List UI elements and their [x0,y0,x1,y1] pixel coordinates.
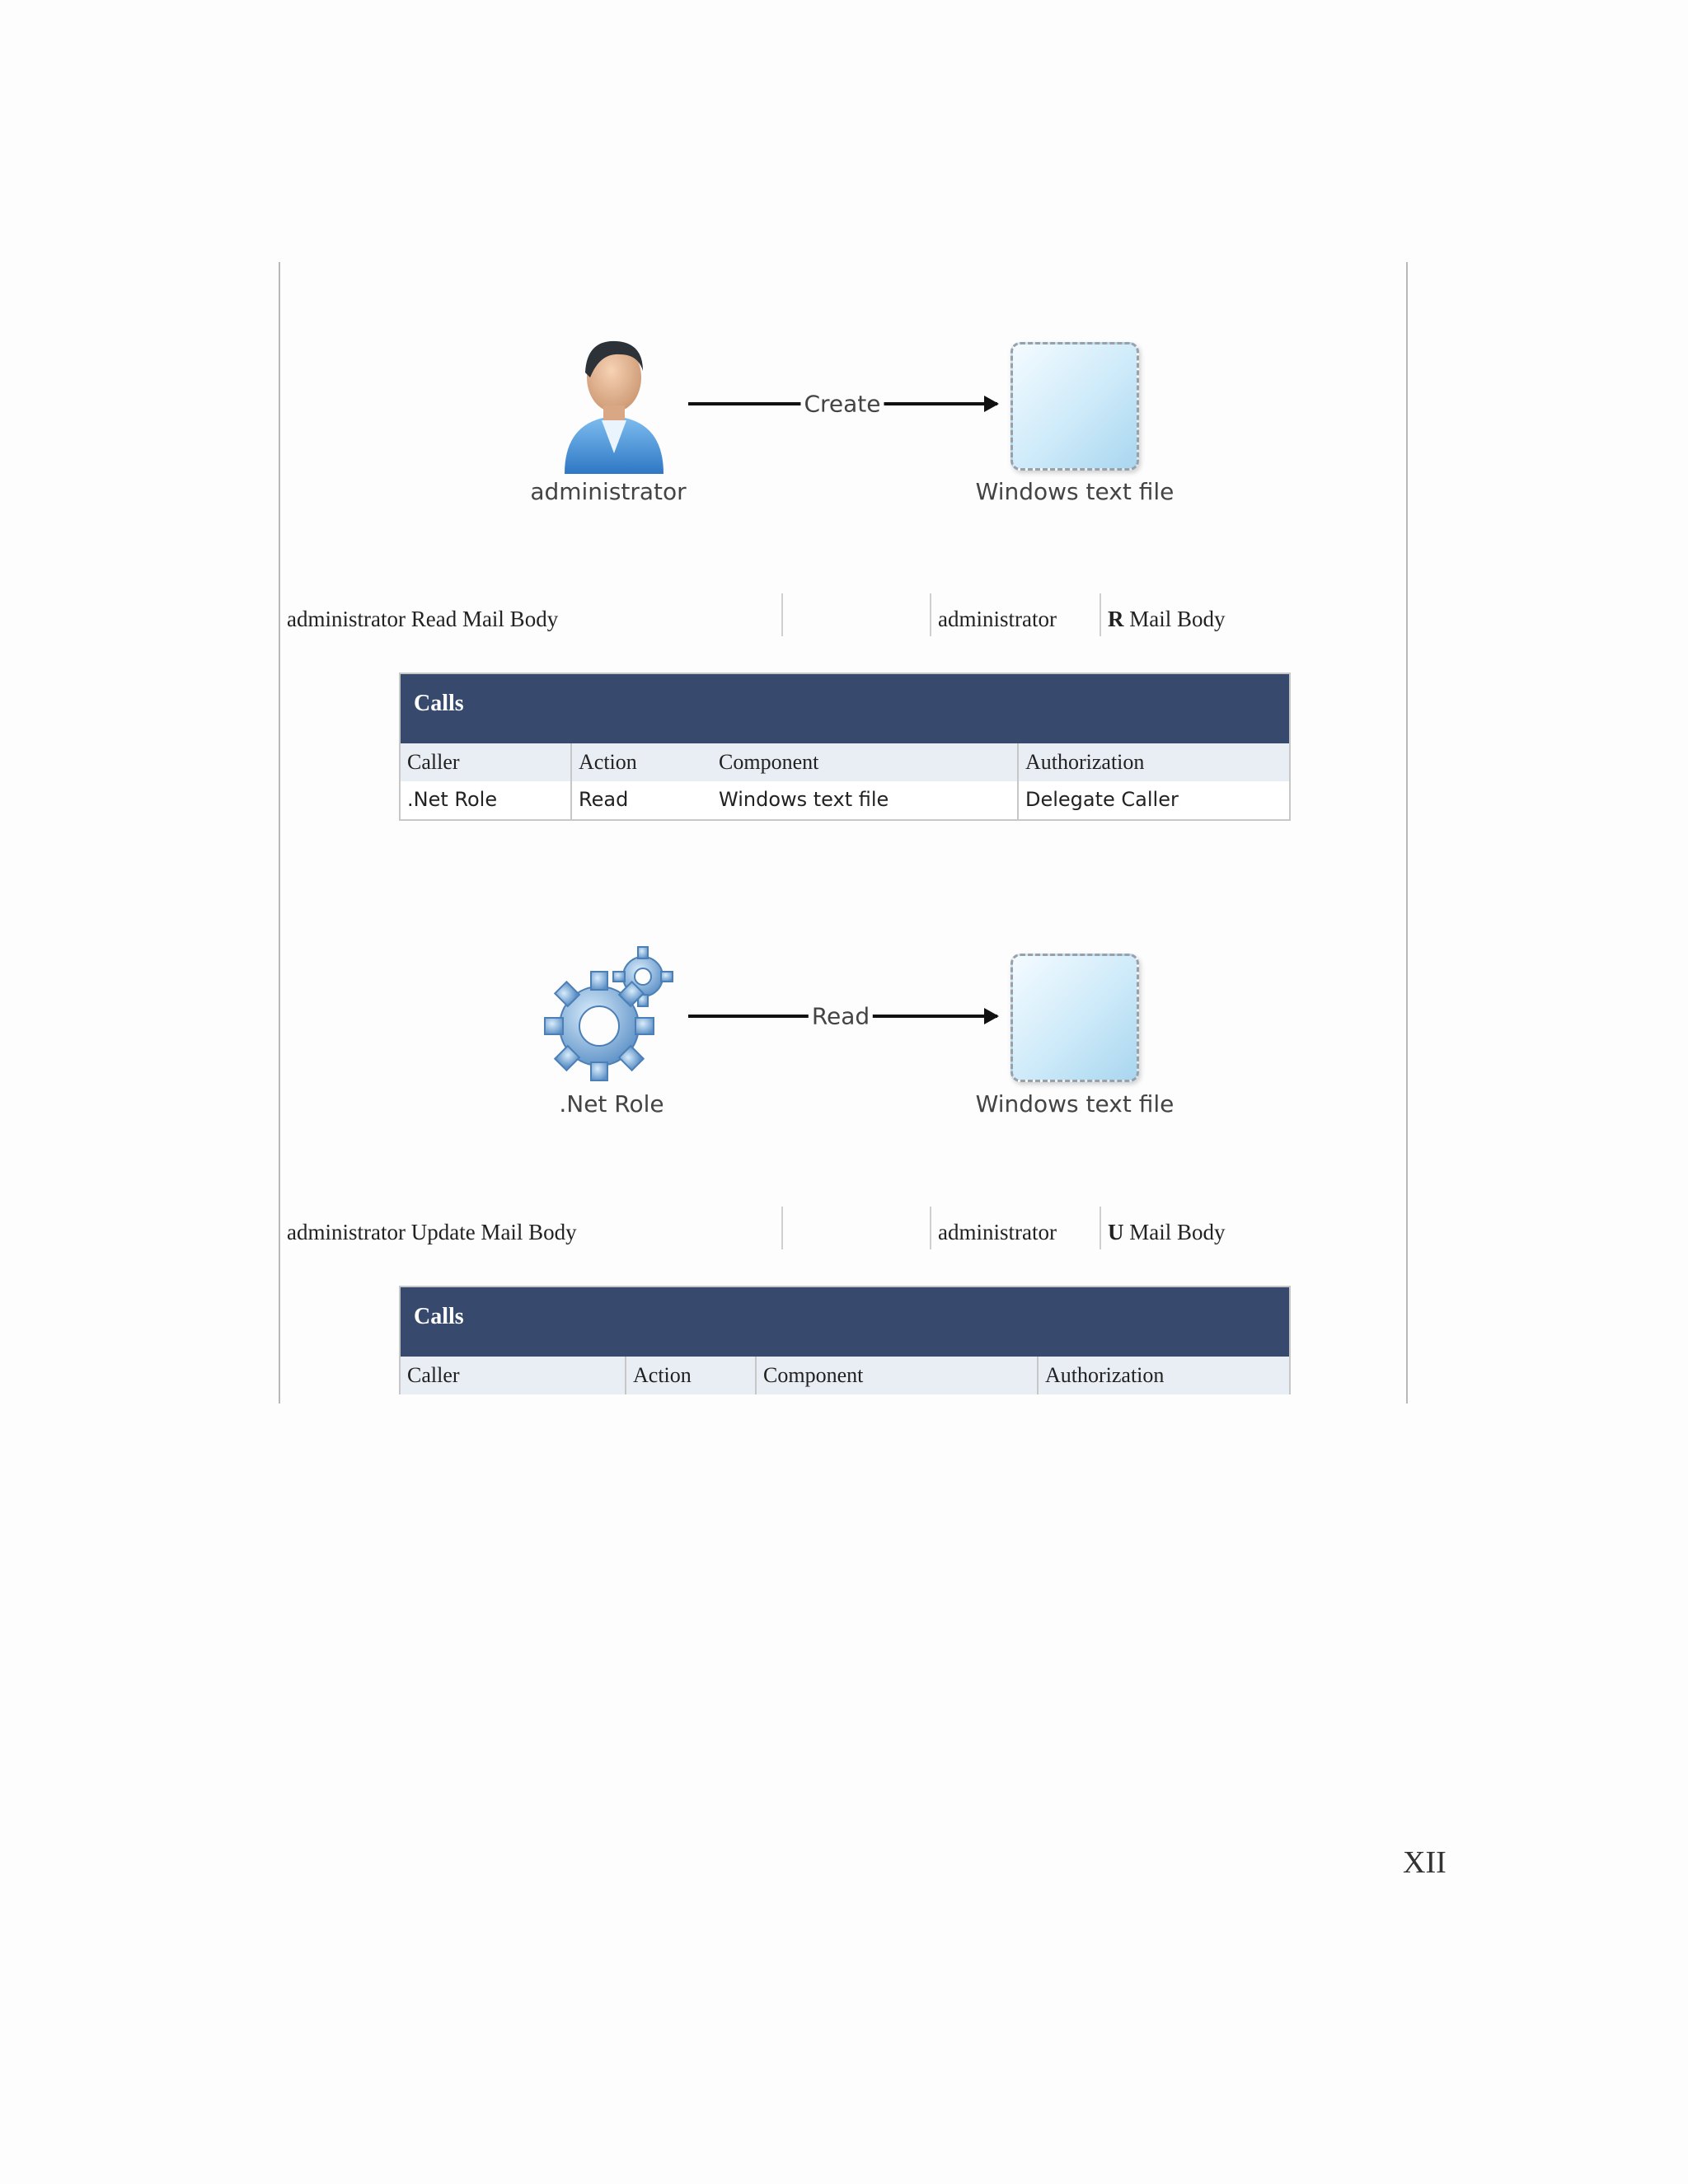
row-separator [930,593,931,636]
row-separator [781,593,783,636]
column-divider [625,1357,626,1394]
row-separator [1100,593,1101,636]
row-permission: U Mail Body [1108,1220,1226,1245]
column-divider [1037,1357,1039,1394]
row-permission: R Mail Body [1108,607,1226,632]
col-caller: Caller [407,1363,460,1387]
column-divider [1017,781,1019,819]
net-role-label: .Net Role [559,1090,664,1118]
windows-text-file-label: Windows text file [975,1090,1175,1118]
windows-text-file-icon [1010,342,1139,471]
column-divider [570,743,572,781]
row-separator [1100,1207,1101,1249]
permission-letter: U [1108,1220,1124,1244]
col-component: Component [763,1363,864,1387]
row-title: administrator Read Mail Body [287,607,559,631]
calls-table-update: Calls Caller Action Component Authorizat… [399,1286,1291,1394]
cell-component: Windows text file [719,788,889,811]
calls-table-header: Calls [401,1287,1289,1357]
col-action: Action [579,750,637,774]
col-action: Action [633,1363,692,1387]
row-separator [930,1207,931,1249]
frame-right-border [1406,262,1408,1404]
calls-table-title: Calls [414,691,464,716]
calls-table-read: Calls Caller Action Component Authorizat… [399,673,1291,821]
row-owner: administrator [938,1220,1057,1244]
cell-authorization: Delegate Caller [1025,788,1179,811]
permission-object: Mail Body [1123,607,1226,631]
gear-role-icon [537,944,686,1092]
calls-column-headers: Caller Action Component Authorization [401,743,1289,781]
permission-row-update: administrator Update Mail Body administr… [280,1207,1406,1256]
calls-table-title: Calls [414,1304,464,1329]
col-caller: Caller [407,750,460,774]
permission-row-read: administrator Read Mail Body administrat… [280,593,1406,643]
windows-text-file-icon [1010,954,1139,1082]
row-separator [781,1207,783,1249]
read-diagram: .Net Role Read Windows text file [280,944,1406,1166]
create-diagram: administrator Create Windows text file [280,330,1406,552]
create-arrow-label: Create [800,390,884,418]
cell-caller: .Net Role [407,788,498,811]
row-owner: administrator [938,607,1057,631]
row-title: administrator Update Mail Body [287,1220,577,1244]
permission-object: Mail Body [1123,1220,1226,1244]
col-authorization: Authorization [1025,750,1145,774]
page-number: XII [1403,1845,1447,1880]
administrator-user-icon [552,330,676,478]
table-row: .Net Role Read Windows text file Delegat… [401,781,1289,819]
calls-table-header: Calls [401,674,1289,743]
calls-column-headers: Caller Action Component Authorization [401,1357,1289,1394]
column-divider [755,1357,757,1394]
column-divider [1017,743,1019,781]
permission-letter: R [1108,607,1124,631]
col-component: Component [719,750,819,774]
cell-action: Read [579,788,629,811]
administrator-label: administrator [530,478,687,505]
column-divider [570,781,572,819]
col-authorization: Authorization [1045,1363,1165,1387]
read-arrow-label: Read [808,1002,874,1030]
windows-text-file-label: Windows text file [975,478,1175,505]
frame-left-border [279,262,280,1404]
